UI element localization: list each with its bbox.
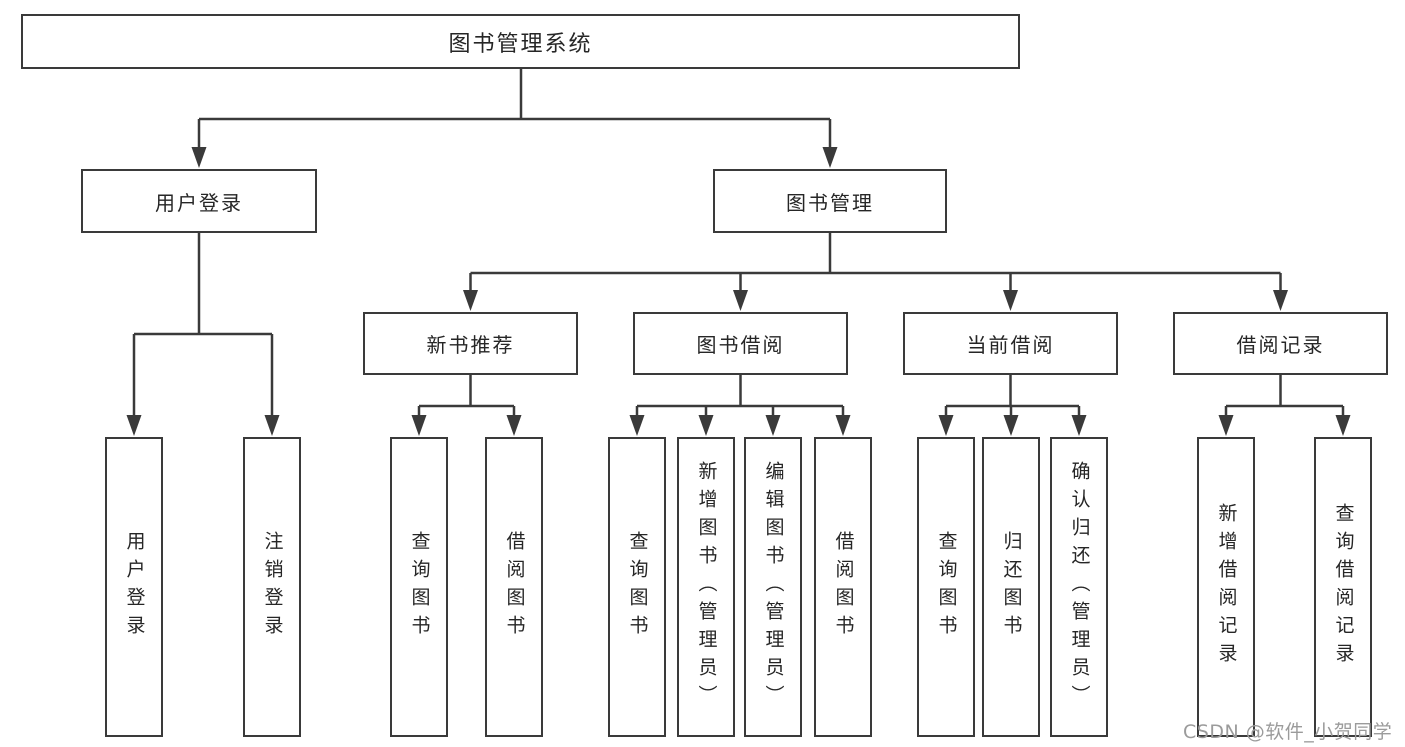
csdn-watermark: CSDN @软件_小贺同学 [1183, 721, 1393, 743]
node-new-book-recommend: 新书推荐 [363, 312, 578, 375]
leaf-add-books-admin: 新增图书（管理员） [677, 437, 735, 737]
leaf-query-books-current: 查询图书 [917, 437, 975, 737]
leaf-return-books: 归还图书 [982, 437, 1040, 737]
leaf-query-books-recommend: 查询图书 [390, 437, 448, 737]
node-book-management: 图书管理 [713, 169, 947, 233]
leaf-borrow-books: 借阅图书 [814, 437, 872, 737]
node-label: 新增图书（管理员） [695, 461, 718, 713]
node-label: 编辑图书（管理员） [762, 461, 785, 713]
leaf-confirm-return-admin: 确认归还（管理员） [1050, 437, 1108, 737]
node-label: 查询图书 [935, 531, 958, 643]
node-label: 图书管理系统 [448, 31, 593, 57]
leaf-query-borrow-record: 查询借阅记录 [1314, 437, 1372, 737]
node-borrow-records: 借阅记录 [1173, 312, 1388, 375]
node-label: 注销登录 [261, 531, 284, 643]
node-user-login: 用户登录 [81, 169, 317, 233]
leaf-borrow-books-recommend: 借阅图书 [485, 437, 543, 737]
node-book-borrow: 图书借阅 [633, 312, 848, 375]
node-label: 归还图书 [1000, 531, 1023, 643]
node-label: 图书管理 [786, 190, 874, 215]
leaf-logout: 注销登录 [243, 437, 301, 737]
leaf-user-login: 用户登录 [105, 437, 163, 737]
node-label: 当前借阅 [966, 333, 1055, 357]
node-label: 查询借阅记录 [1332, 503, 1355, 671]
node-label: 确认归还（管理员） [1068, 461, 1091, 713]
node-label: 新书推荐 [426, 333, 515, 357]
node-label: 查询图书 [408, 531, 431, 643]
node-current-borrow: 当前借阅 [903, 312, 1118, 375]
node-label: 用户登录 [155, 190, 243, 215]
node-label: 借阅图书 [832, 531, 855, 643]
leaf-add-borrow-record: 新增借阅记录 [1197, 437, 1255, 737]
node-label: 查询图书 [626, 531, 649, 643]
node-label: 用户登录 [123, 531, 146, 643]
node-label: 借阅图书 [503, 531, 526, 643]
node-book-management-system: 图书管理系统 [21, 14, 1020, 69]
node-label: 新增借阅记录 [1215, 503, 1238, 671]
leaf-query-books-borrow: 查询图书 [608, 437, 666, 737]
node-label: 借阅记录 [1236, 333, 1325, 357]
node-label: 图书借阅 [696, 333, 785, 357]
leaf-edit-books-admin: 编辑图书（管理员） [744, 437, 802, 737]
